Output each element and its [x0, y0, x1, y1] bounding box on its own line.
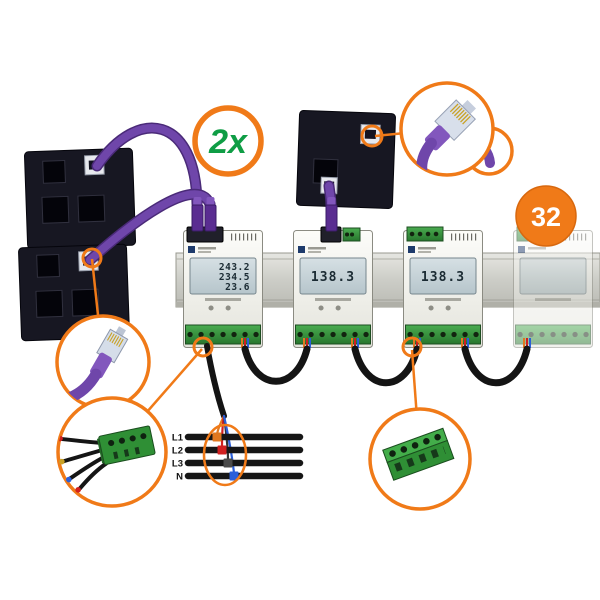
model-label-bar: [315, 298, 351, 301]
highlight-ring-wall-module: [81, 247, 103, 269]
mains-tap-wiring: L1 L2 L3 N: [172, 343, 304, 487]
chain-cable-3-4: [461, 345, 531, 387]
rj45-module-jack: [364, 129, 377, 140]
lcd-reading: 138.3: [421, 270, 465, 285]
rj45-cable: [416, 137, 437, 175]
panel-cutout: [41, 195, 70, 224]
badge-32-label: 32: [531, 202, 561, 232]
lcd-display: [519, 257, 587, 295]
tap-highlight-ring: [202, 423, 248, 487]
plug-boot: [206, 197, 215, 206]
conductor-wires: [241, 338, 531, 348]
terminal-block-detail: [382, 427, 455, 481]
lcd-display: [189, 257, 257, 295]
lcd-display: [409, 257, 477, 295]
wall-panel-center: [295, 109, 396, 210]
callout-terminal-block: [368, 407, 472, 511]
brand-logo: [188, 246, 195, 253]
lcd-reading-2: 234.5: [219, 272, 250, 283]
label-l3: L3: [172, 459, 183, 470]
rj45-pins: [449, 103, 472, 126]
lead-tip-red: [75, 487, 81, 493]
callout-rj45-top-right: [399, 81, 514, 177]
brand-text-line: [198, 247, 216, 250]
lead-tip-blue: [65, 476, 72, 483]
label-l2: L2: [172, 446, 183, 457]
callout-voltage-plug: [56, 396, 168, 508]
lead-tip-gold: [59, 458, 65, 465]
terminal-screws: [389, 433, 441, 457]
lcd-reading: 138.3: [311, 270, 355, 285]
terminal-block-group: [382, 427, 455, 481]
daisy-chain-cables: [241, 338, 531, 387]
ethernet-cable-2: [86, 190, 214, 264]
ethernet-plug: [204, 204, 217, 232]
ethernet-plugs: [191, 197, 338, 232]
tap-connector-n: [229, 471, 239, 481]
highlight-ring-center-module: [360, 124, 384, 148]
energy-meter-1: 243.2 234.5 23.6: [183, 226, 263, 348]
label-n: N: [176, 472, 183, 483]
brand-text-line: [418, 251, 431, 253]
panel-body: [295, 109, 396, 210]
brand-text-line: [418, 247, 436, 250]
plug-boot: [193, 197, 202, 206]
voltage-plug-group: [58, 425, 156, 493]
energy-meter-2: 138.3: [293, 226, 373, 348]
model-label-bar: [205, 298, 241, 301]
label-l1: L1: [172, 433, 184, 444]
top-terminal: [406, 226, 444, 242]
badge-2x-label: 2x: [208, 123, 249, 161]
model-label-bar: [425, 298, 461, 301]
terminal-slots: [394, 446, 446, 472]
tap-wire-n: [222, 414, 236, 475]
badge-2x: 2x: [192, 105, 264, 177]
panel-cutout: [42, 159, 66, 184]
badge-circle: [515, 185, 577, 247]
brand-logo: [408, 246, 415, 253]
ethernet-plug: [191, 204, 204, 232]
energy-meter-3: 138.3: [403, 226, 483, 348]
plug-boot: [327, 197, 336, 206]
tap-connector-l1: [212, 432, 222, 442]
ethernet-plug: [325, 204, 338, 232]
badge-circle: [192, 105, 264, 177]
lead-wire: [77, 461, 109, 491]
badge-32: 32: [515, 185, 577, 247]
highlight-ring-meter1-terminal: [192, 336, 214, 358]
voltage-plug-detail: [58, 425, 156, 493]
highlight-ring-meter3-terminal: [401, 336, 423, 358]
lcd-reading-3: 23.6: [225, 282, 250, 293]
brand-text-line: [308, 247, 326, 250]
brand-logo: [518, 246, 525, 253]
brand-text-line: [198, 251, 211, 253]
ethernet-cables: [84, 122, 337, 266]
panel-cutout: [77, 194, 106, 223]
model-label-bar: [535, 298, 571, 301]
brand-text-line: [308, 251, 321, 253]
tap-connector-l3: [223, 458, 233, 468]
panel-cutout: [71, 288, 100, 317]
rj45-latch: [461, 100, 476, 115]
panel-cutout: [35, 289, 64, 318]
lcd-reading-1: 243.2: [219, 262, 250, 273]
rj45-plug-detail: [416, 99, 476, 175]
lcd-display: [299, 257, 367, 295]
brand-text-line: [528, 247, 546, 250]
rj45-plug-group: [416, 99, 476, 175]
brand-logo: [298, 246, 305, 253]
voltage-lead-bundle: [204, 343, 227, 419]
ethernet-cable-1: [93, 124, 201, 208]
tap-connector-l2: [217, 445, 227, 455]
chain-cable-1-2: [241, 345, 311, 385]
panel-cutout: [36, 253, 60, 278]
din-rail-bottom-edge: [176, 302, 600, 307]
